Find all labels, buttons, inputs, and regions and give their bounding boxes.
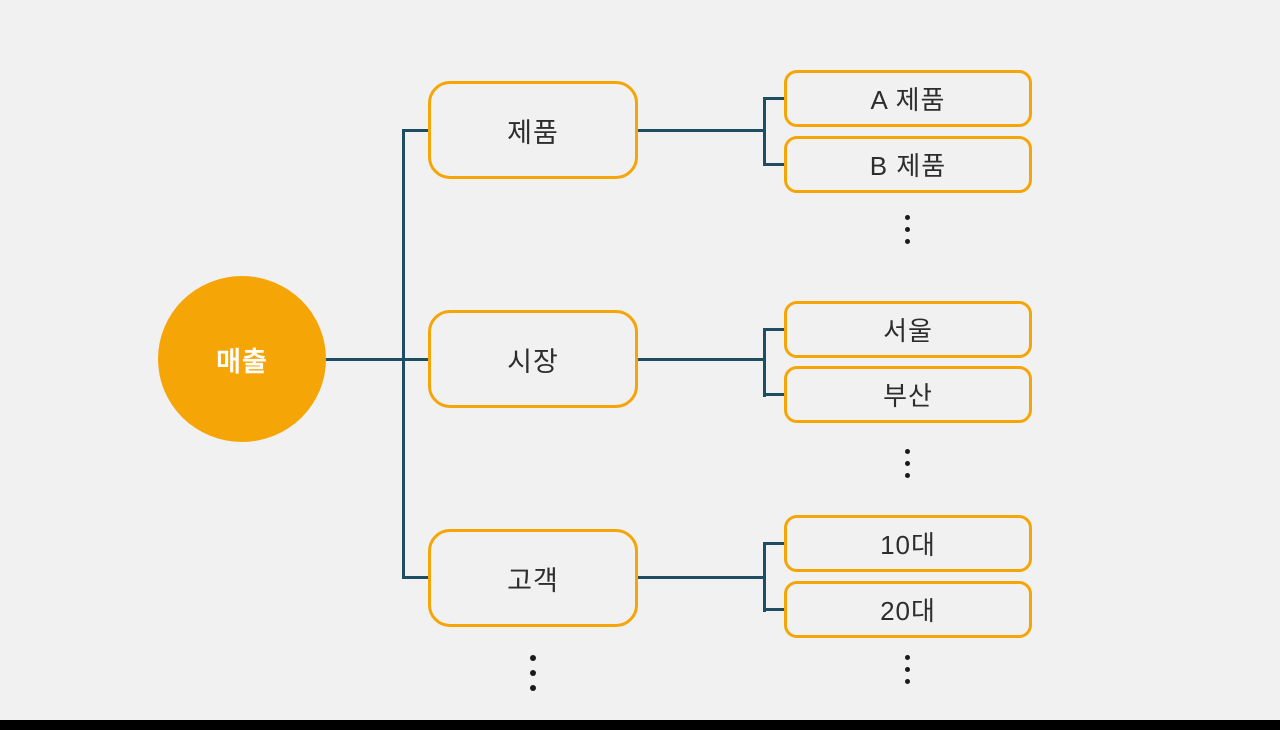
more-items-ellipsis-branches [530, 655, 536, 691]
child-node-label: A 제품 [870, 85, 946, 115]
ellipsis-dot [905, 473, 910, 478]
child-node-product-b[interactable]: B 제품 [784, 136, 1032, 193]
more-items-ellipsis-market [905, 449, 910, 478]
connector-customer-horizontal [638, 576, 765, 579]
connector-stub-seoul [763, 328, 784, 331]
child-node-label: 10대 [880, 530, 936, 560]
root-node-label: 매출 [216, 346, 268, 377]
more-items-ellipsis-customer-children [905, 655, 910, 684]
child-node-10s[interactable]: 10대 [784, 515, 1032, 572]
child-node-seoul[interactable]: 서울 [784, 301, 1032, 358]
child-node-product-a[interactable]: A 제품 [784, 70, 1032, 127]
ellipsis-dot [530, 670, 536, 676]
connector-stub-product-b [763, 163, 784, 166]
connector-customer-bracket [763, 542, 766, 612]
more-items-ellipsis-product [905, 215, 910, 244]
branch-node-market[interactable]: 시장 [428, 310, 638, 408]
connector-stub-busan [763, 393, 784, 396]
ellipsis-dot [530, 655, 536, 661]
branch-node-label: 고객 [507, 565, 559, 596]
child-node-busan[interactable]: 부산 [784, 366, 1032, 423]
ellipsis-dot [905, 227, 910, 232]
connector-product-bracket [763, 97, 766, 166]
connector-root-horizontal [324, 358, 428, 361]
ellipsis-dot [905, 215, 910, 220]
child-node-label: B 제품 [869, 151, 947, 181]
letterbox-bottom [0, 720, 1280, 730]
branch-node-label: 제품 [507, 117, 559, 148]
ellipsis-dot [905, 461, 910, 466]
connector-stub-20s [763, 608, 784, 611]
connector-market-horizontal [638, 358, 765, 361]
child-node-label: 부산 [883, 381, 933, 411]
ellipsis-dot [530, 685, 536, 691]
ellipsis-dot [905, 655, 910, 660]
connector-trunk-vertical [402, 129, 405, 579]
connector-stub-product [402, 129, 428, 132]
ellipsis-dot [905, 679, 910, 684]
connector-stub-customer [402, 576, 428, 579]
connector-stub-10s [763, 542, 784, 545]
branch-node-product[interactable]: 제품 [428, 81, 638, 179]
ellipsis-dot [905, 667, 910, 672]
child-node-label: 서울 [883, 316, 933, 346]
child-node-20s[interactable]: 20대 [784, 581, 1032, 638]
connector-product-horizontal [638, 129, 765, 132]
ellipsis-dot [905, 239, 910, 244]
branch-node-customer[interactable]: 고객 [428, 529, 638, 627]
ellipsis-dot [905, 449, 910, 454]
child-node-label: 20대 [880, 596, 936, 626]
branch-node-label: 시장 [507, 346, 559, 377]
connector-market-bracket [763, 328, 766, 397]
root-node-revenue[interactable]: 매출 [158, 276, 326, 442]
connector-stub-product-a [763, 97, 784, 100]
